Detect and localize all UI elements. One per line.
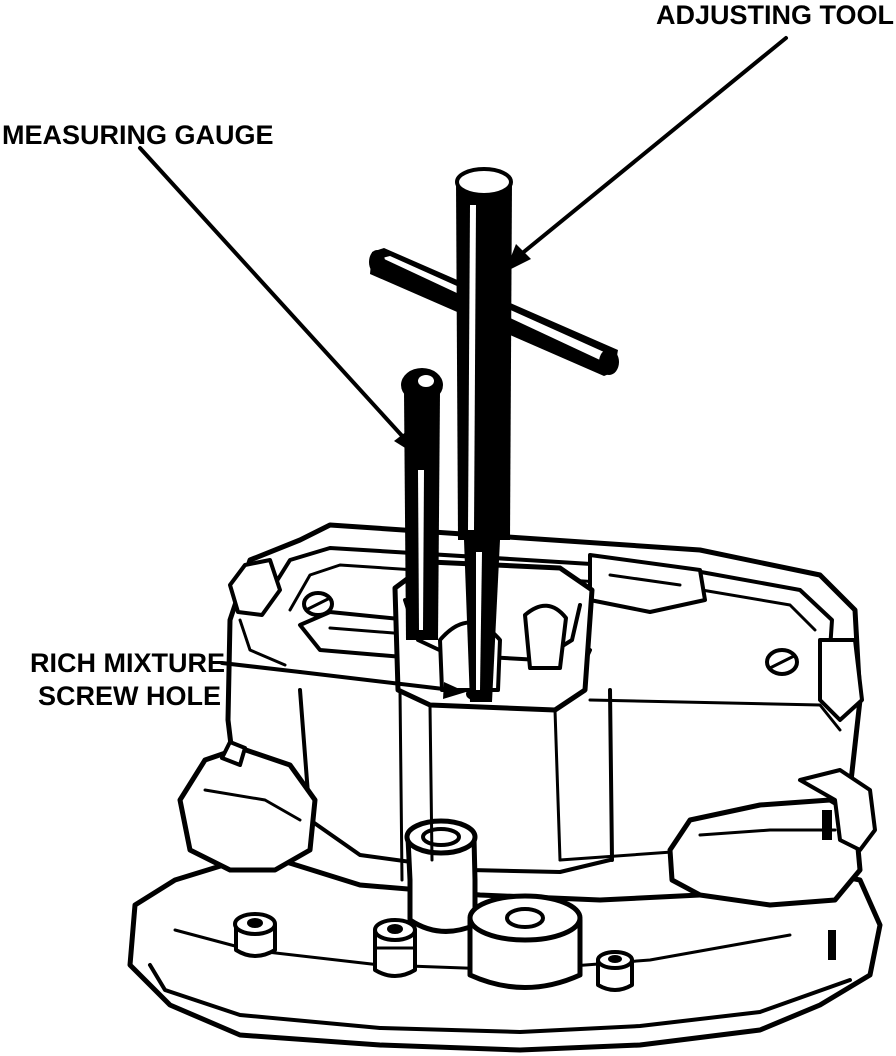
screw-left	[302, 591, 334, 617]
label-adjusting-tool: ADJUSTING TOOL	[656, 0, 894, 30]
leader-adjusting-tool	[505, 36, 788, 272]
carburetor-body	[127, 522, 883, 1053]
label-rich-mixture-line2: SCREW HOLE	[38, 681, 221, 711]
screw-right	[765, 648, 799, 676]
center-boss	[404, 818, 478, 934]
label-measuring-gauge: MEASURING GAUGE	[2, 120, 274, 150]
measuring-gauge	[401, 368, 443, 640]
lower-nut-center	[373, 918, 417, 978]
label-rich-mixture-line1: RICH MIXTURE	[30, 648, 225, 678]
lower-nut-left	[233, 912, 277, 958]
lower-boss-right	[467, 893, 583, 990]
lower-nut-right	[596, 950, 634, 992]
adjusting-tool	[369, 167, 619, 702]
leader-measuring-gauge	[138, 146, 418, 456]
leader-rich-mixture	[220, 661, 466, 699]
